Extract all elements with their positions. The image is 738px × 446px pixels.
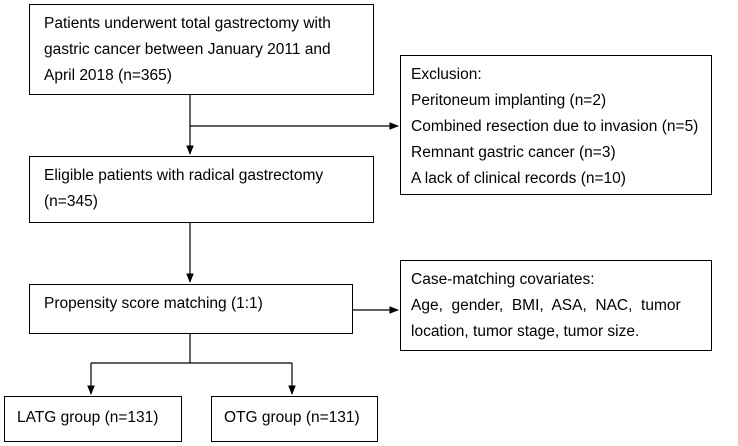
start-text-line-2: gastric cancer between January 2011 and (44, 41, 331, 58)
eligible-box: Eligible patients with radical gastrecto… (29, 156, 374, 223)
psm-box: Propensity score matching (1:1) (29, 284, 353, 334)
covariates-box: Case-matching covariates: Age, gender, B… (400, 260, 712, 351)
otg-text: OTG group (n=131) (224, 409, 360, 426)
otg-box: OTG group (n=131) (211, 396, 378, 442)
covariates-title: Case-matching covariates: (411, 271, 595, 288)
exclusion-item-1: Peritoneum implanting (n=2) (411, 92, 607, 109)
latg-box: LATG group (n=131) (4, 396, 182, 442)
exclusion-item-2: Combined resection due to invasion (n=5) (411, 118, 699, 135)
exclusion-item-4: A lack of clinical records (n=10) (411, 170, 626, 187)
eligible-text-line-2: (n=345) (44, 193, 98, 210)
start-text-line-1: Patients underwent total gastrectomy wit… (44, 15, 331, 32)
start-text-line-3: April 2018 (n=365) (44, 67, 172, 84)
exclusion-item-3: Remnant gastric cancer (n=3) (411, 144, 616, 161)
covariates-line-2: location, tumor stage, tumor size. (411, 323, 640, 340)
eligible-text-line-1: Eligible patients with radical gastrecto… (44, 167, 324, 184)
start-box: Patients underwent total gastrectomy wit… (29, 4, 374, 95)
covariates-line-1: Age, gender, BMI, ASA, NAC, tumor (411, 297, 681, 314)
latg-text: LATG group (n=131) (17, 409, 159, 426)
exclusion-box: Exclusion: Peritoneum implanting (n=2) C… (400, 55, 712, 195)
psm-text: Propensity score matching (1:1) (44, 295, 263, 312)
exclusion-title: Exclusion: (411, 66, 482, 83)
